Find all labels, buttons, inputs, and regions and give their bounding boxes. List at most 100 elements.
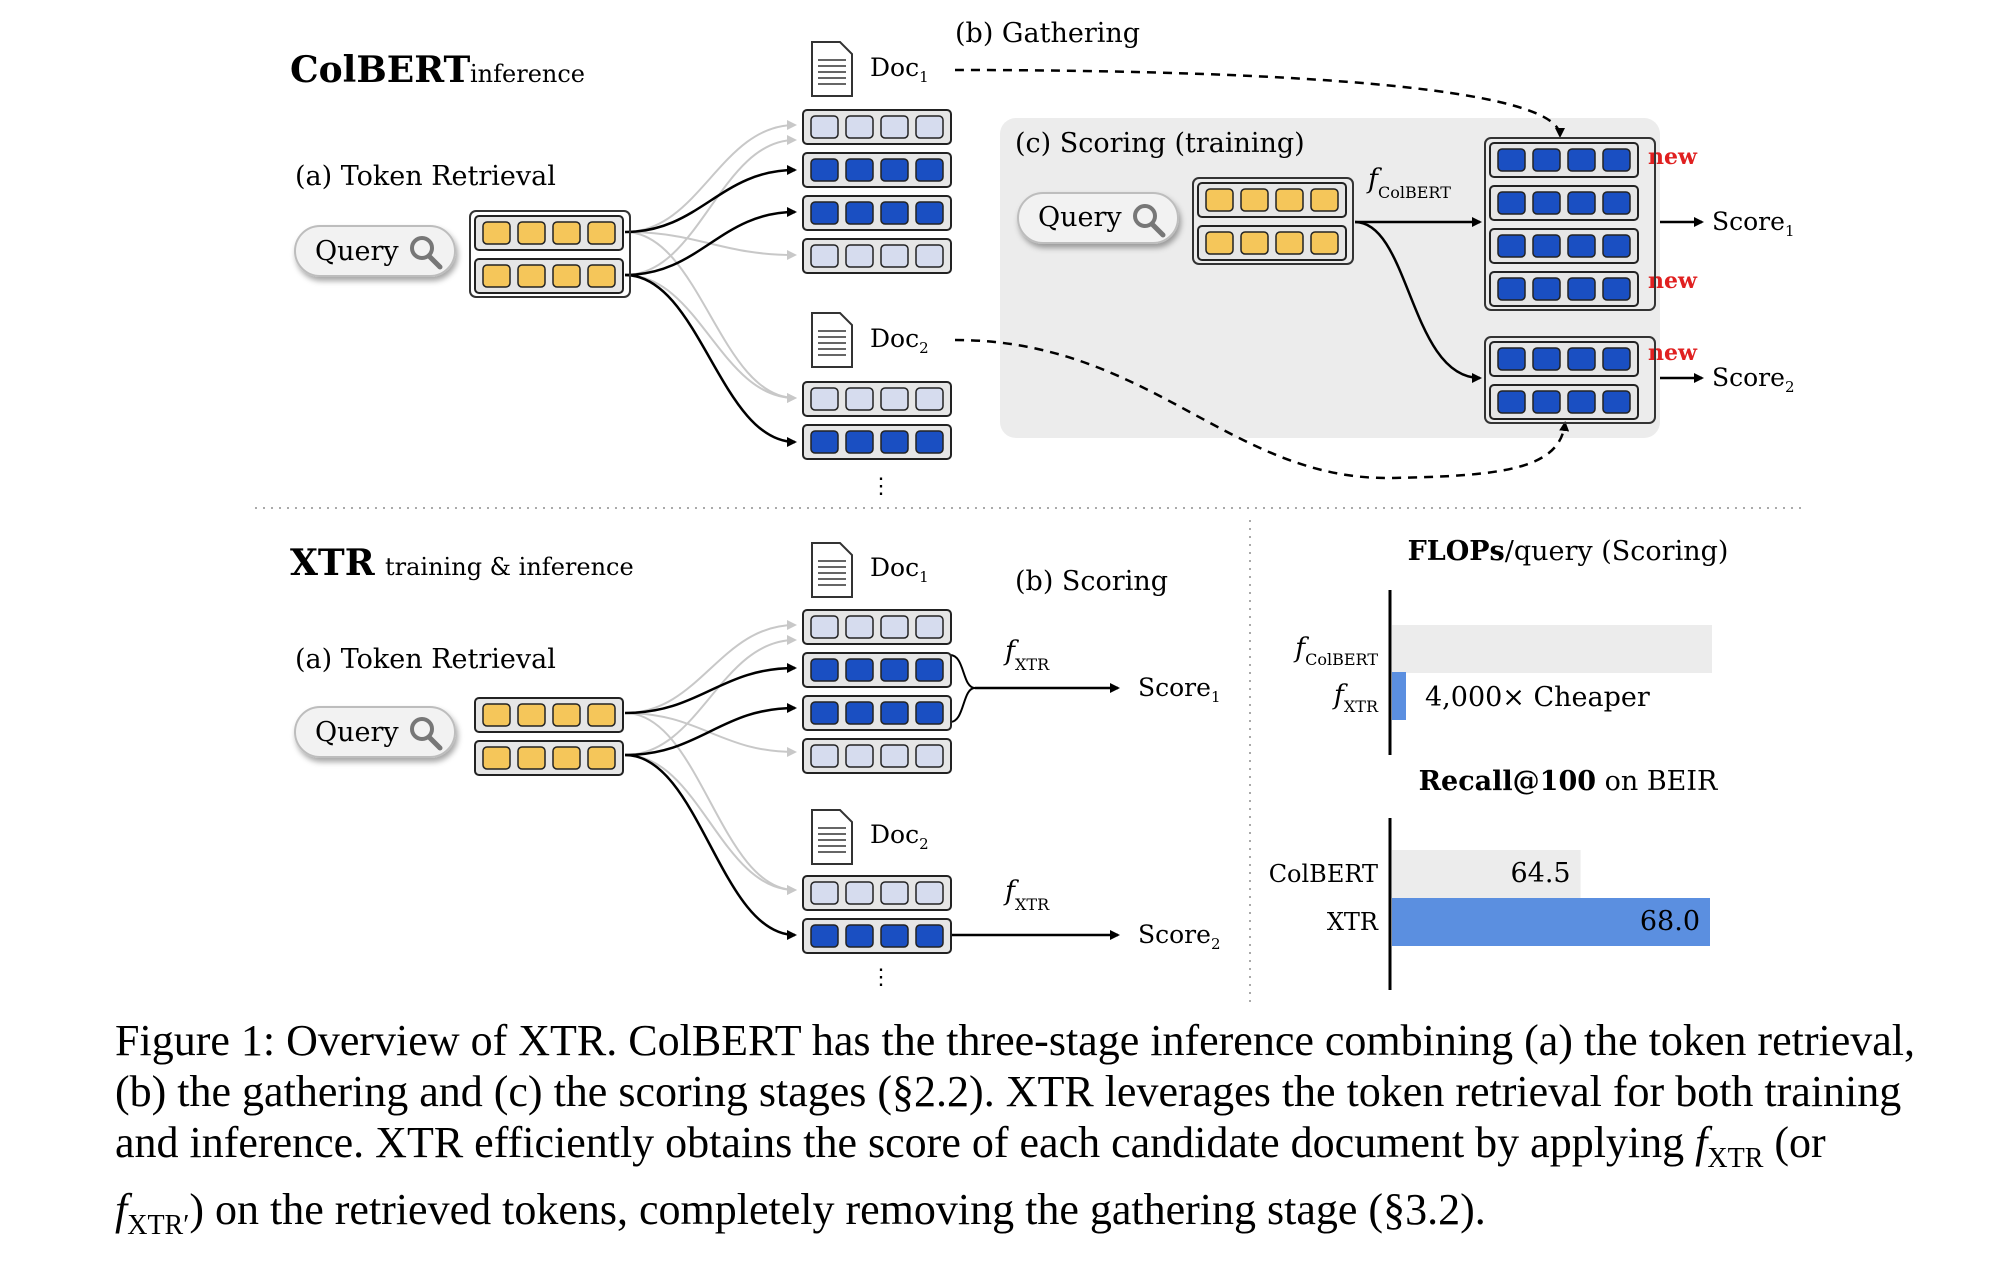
xtr-scoring-label: (b) Scoring (1015, 566, 1168, 597)
svg-text:Query: Query (315, 236, 399, 267)
caption-line: (b) the gathering and (c) the scoring st… (115, 1067, 1902, 1116)
token-cell (880, 701, 909, 725)
token-cell (1567, 277, 1596, 301)
token-cell (517, 221, 546, 245)
token-cell (1497, 390, 1526, 414)
token-blocks (469, 109, 1656, 954)
colbert-doc2-label: Doc2 (870, 324, 929, 357)
recall-bar-ColBERT (1392, 850, 1581, 898)
token-cell (587, 746, 616, 770)
token-cell (810, 158, 839, 182)
svg-text:Query: Query (1038, 202, 1122, 233)
token-cell (1275, 188, 1304, 212)
query-token-row (1197, 182, 1347, 218)
token-cell (1567, 347, 1596, 371)
doc-token-row (802, 195, 952, 231)
search-icon (1133, 204, 1166, 238)
xtr-title: XTR (290, 542, 376, 584)
token-cell (1602, 191, 1631, 215)
doc-token-row (802, 609, 952, 645)
query-token-row (474, 740, 624, 776)
token-cell (810, 115, 839, 139)
token-cell (880, 244, 909, 268)
xtr-doc1-label: Doc1 (870, 553, 929, 586)
xtr-ellipsis: ⋮ (870, 965, 892, 990)
doc-token-row (802, 875, 952, 911)
token-cell (552, 264, 581, 288)
colbert-doc1-label: Doc1 (870, 53, 929, 86)
token-cell (845, 701, 874, 725)
search-icon (410, 236, 443, 270)
token-group-frame (1192, 177, 1354, 265)
caption-line: and inference. XTR efficiently obtains t… (115, 1118, 1826, 1174)
token-cell (1532, 390, 1561, 414)
colbert-score1-label: Score1 (1712, 207, 1794, 240)
token-cell (915, 701, 944, 725)
doc-token-row (802, 238, 952, 274)
document-icon (811, 809, 853, 865)
token-cell (810, 701, 839, 725)
token-cell (552, 221, 581, 245)
token-cell (810, 244, 839, 268)
doc-token-row (802, 424, 952, 460)
token-cell (915, 658, 944, 682)
token-cell (1205, 231, 1234, 255)
xtr-section: XTR training & inference (a) Token Retri… (290, 520, 1251, 1005)
colbert-gathering-label: (b) Gathering (955, 18, 1140, 49)
token-cell (482, 221, 511, 245)
colbert-token-retrieval-label: (a) Token Retrieval (295, 161, 556, 192)
token-cell (552, 703, 581, 727)
token-cell (1532, 234, 1561, 258)
colbert-query-button[interactable]: Query (294, 225, 456, 277)
token-cell (552, 746, 581, 770)
xtr-query-button[interactable]: Query (294, 706, 456, 758)
token-cell (1532, 347, 1561, 371)
token-group-frame (469, 210, 631, 298)
token-cell (915, 115, 944, 139)
token-cell (880, 387, 909, 411)
token-cell (810, 201, 839, 225)
token-cell (1275, 231, 1304, 255)
token-cell (810, 430, 839, 454)
token-cell (810, 387, 839, 411)
token-cell (845, 430, 874, 454)
token-cell (1567, 390, 1596, 414)
xtr-score2-label: Score2 (1138, 920, 1220, 953)
figure-caption: Figure 1: Overview of XTR. ColBERT has t… (115, 1015, 1975, 1251)
token-cell (1602, 347, 1631, 371)
doc-token-row (802, 738, 952, 774)
token-cell (587, 221, 616, 245)
token-cell (1532, 191, 1561, 215)
flops-tick-label: fXTR (1332, 680, 1379, 716)
token-cell (1497, 148, 1526, 172)
new-label: new (1648, 268, 1698, 294)
xtr-score1-label: Score1 (1138, 673, 1220, 706)
colbert-score2-label: Score2 (1712, 363, 1794, 396)
query-token-row (474, 697, 624, 733)
svg-text:Query: Query (315, 717, 399, 748)
token-cell (1602, 234, 1631, 258)
flops-bar-f_XTR (1392, 672, 1406, 720)
colbert-scoring-query-button[interactable]: Query (1017, 192, 1179, 244)
doc-token-row (1489, 271, 1639, 307)
doc-token-row (1489, 142, 1639, 178)
xtr-f-label-2: fXTR (1003, 876, 1050, 914)
doc-token-row (802, 652, 952, 688)
token-cell (1310, 188, 1339, 212)
token-cell (1497, 277, 1526, 301)
token-cell (880, 658, 909, 682)
xtr-token-retrieval-label: (a) Token Retrieval (295, 644, 556, 675)
token-cell (1497, 191, 1526, 215)
token-cell (915, 430, 944, 454)
doc-token-row (1489, 341, 1639, 377)
token-cell (915, 615, 944, 639)
document-icon (811, 312, 853, 368)
token-cell (915, 158, 944, 182)
recall-value-label: 64.5 (1510, 858, 1570, 889)
doc-token-row (802, 695, 952, 731)
token-cell (880, 615, 909, 639)
